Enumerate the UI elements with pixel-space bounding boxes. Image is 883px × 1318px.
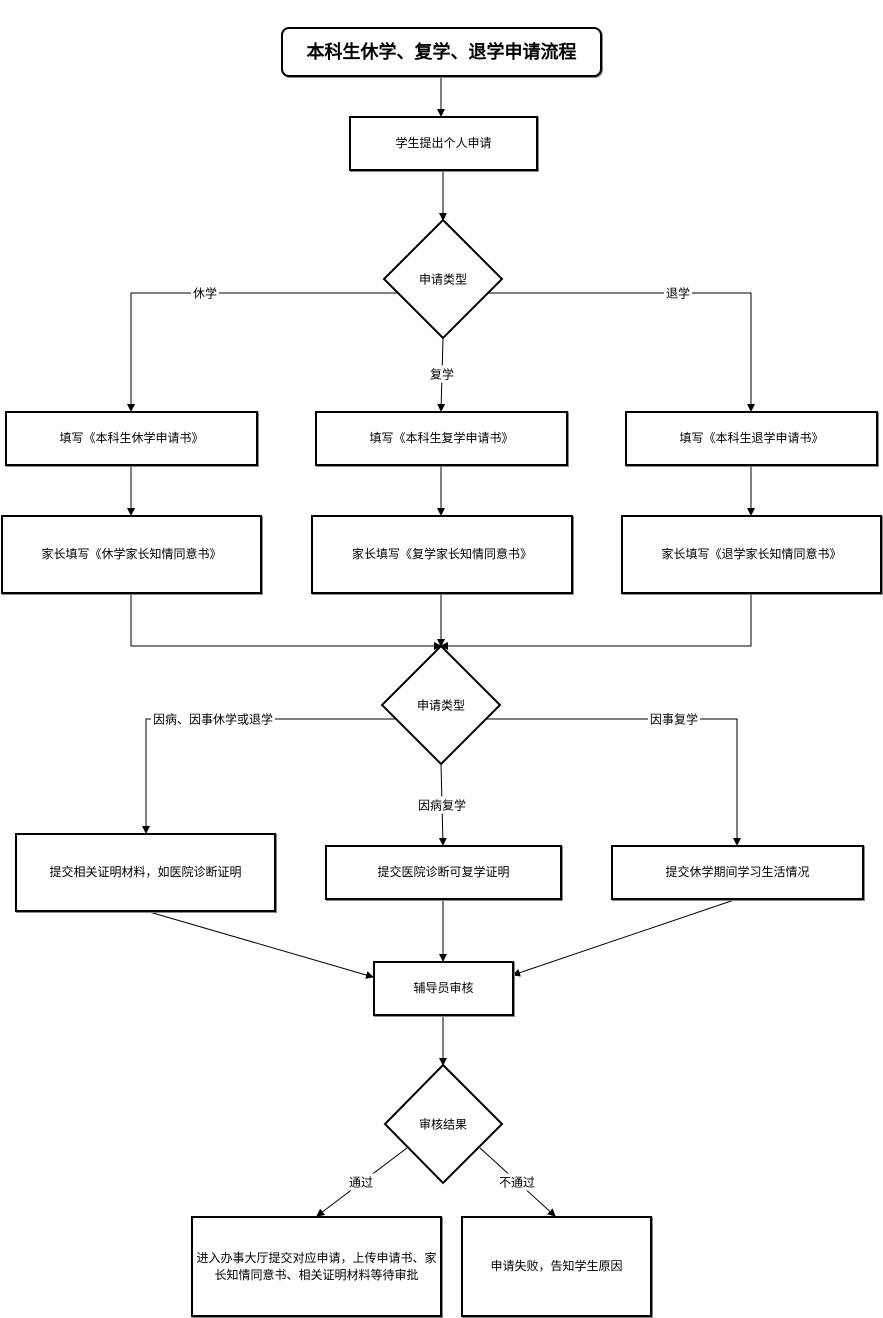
edge-label-resume-illness: 因病复学 [415, 796, 469, 814]
node-form-suspend: 填写《本科生休学申请书》 [5, 411, 258, 466]
node-form-withdraw: 填写《本科生退学申请书》 [625, 411, 878, 466]
node-form-resume: 填写《本科生复学申请书》 [315, 411, 568, 466]
decision-type1-label: 申请类型 [418, 272, 468, 287]
decision-diamond-result [383, 1063, 504, 1185]
edge-label-resume-affairs: 因事复学 [647, 710, 701, 728]
decision-type2-label: 申请类型 [416, 698, 466, 713]
node-counselor-review: 辅导员审核 [373, 961, 514, 1016]
edge-label-fail: 不通过 [496, 1173, 538, 1191]
edge-label-pass: 通过 [346, 1173, 376, 1191]
node-proof-resume-illness: 提交医院诊断可复学证明 [325, 845, 562, 900]
node-parent-withdraw: 家长填写《退学家长知情同意书》 [621, 515, 882, 594]
node-parent-resume: 家长填写《复学家长知情同意书》 [311, 515, 573, 594]
flowchart-title: 本科生休学、复学、退学申请流程 [281, 27, 602, 77]
node-proof-resume-affairs: 提交休学期间学习生活情况 [611, 845, 864, 900]
node-submit: 学生提出个人申请 [349, 116, 538, 171]
edge-label-withdraw: 退学 [663, 284, 693, 302]
node-pass-action: 进入办事大厅提交对应申请，上传申请书、家长知情同意书、相关证明材料等待审批 [191, 1216, 442, 1317]
edge-label-resume: 复学 [427, 365, 457, 383]
edge-label-suspend: 休学 [190, 284, 220, 302]
edge-label-illness-or-affairs: 因病、因事休学或退学 [150, 710, 276, 728]
node-proof-illness: 提交相关证明材料，如医院诊断证明 [15, 833, 276, 912]
node-fail-action: 申请失败，告知学生原因 [461, 1216, 652, 1317]
node-parent-suspend: 家长填写《休学家长知情同意书》 [1, 515, 262, 594]
decision-result-label: 审核结果 [418, 1117, 468, 1132]
